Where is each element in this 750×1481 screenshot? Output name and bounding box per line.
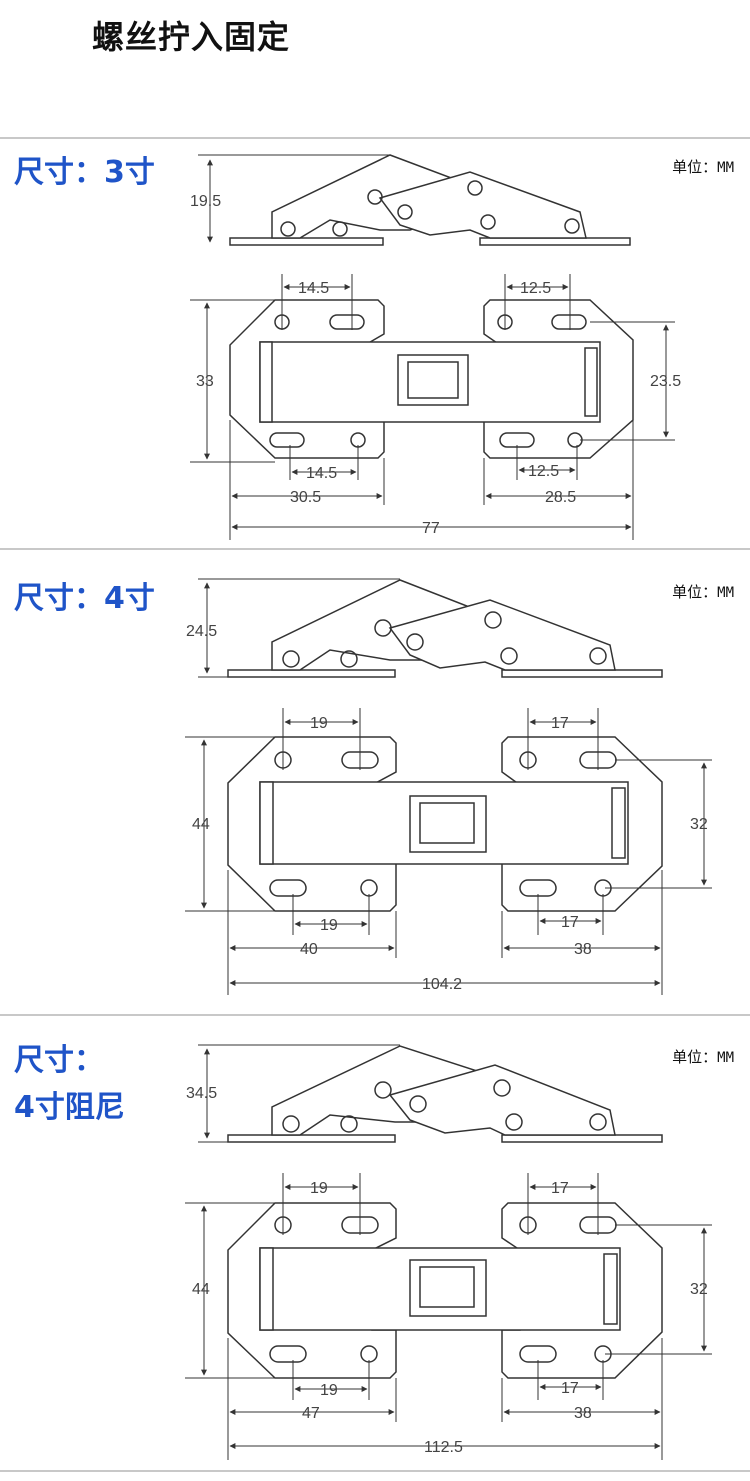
section-4inch-damping: 尺寸： 4寸阻尼 单位：MM [0,1018,750,1468]
divider [0,548,750,550]
size-label-line1: 尺寸： [14,1043,104,1078]
unit-text: 单位： [672,583,718,601]
hinge-drawing-3inch: 19.5 14.5 12.5 33 23.5 14.5 12.5 30.5 28… [190,154,681,540]
dim-left-width: 47 [302,1405,320,1422]
divider [0,137,750,139]
hinge-drawing-4inch-damping: 34.5 19 17 44 32 19 17 47 38 112.5 [185,1044,712,1460]
dim-right-height: 32 [690,1281,708,1298]
dim-left-top: 19 [310,715,328,732]
dim-right-bottom: 17 [561,1380,579,1397]
dim-left-height: 44 [192,1281,210,1298]
dim-left-bottom: 19 [320,1382,338,1399]
unit-label: 单位：MM [672,156,734,177]
dim-total: 104.2 [422,976,462,993]
dim-left-width: 40 [300,941,318,958]
dim-left-bottom: 14.5 [306,465,337,482]
dim-left-height: 33 [196,373,214,390]
divider [0,1014,750,1016]
dim-right-width: 38 [574,1405,592,1422]
unit-label: 单位：MM [672,1046,734,1067]
hinge-drawing-4inch: 24.5 19 17 44 32 19 17 40 38 104.2 [185,578,712,995]
unit-value: MM [717,1050,734,1066]
divider [0,1470,750,1472]
unit-text: 单位： [672,1048,718,1066]
section-3inch: 尺寸：3寸 单位：MM [0,140,750,546]
section-4inch: 尺寸：4寸 单位：MM [0,552,750,1012]
unit-label: 单位：MM [672,581,734,602]
dim-right-top: 17 [551,715,569,732]
dim-left-width: 30.5 [290,489,321,506]
dim-right-width: 28.5 [545,489,576,506]
dim-height: 19.5 [190,193,221,210]
dim-right-width: 38 [574,941,592,958]
dim-height: 24.5 [186,623,217,640]
page-title: 螺丝拧入固定 [92,18,291,56]
size-label: 尺寸：3寸 [14,155,155,190]
dim-right-height: 23.5 [650,373,681,390]
dim-left-top: 19 [310,1180,328,1197]
dim-total: 112.5 [424,1439,463,1456]
dim-left-height: 44 [192,816,210,833]
unit-value: MM [717,585,734,601]
unit-text: 单位： [672,158,718,176]
size-label: 尺寸：4寸 [14,581,155,616]
dim-right-top: 17 [551,1180,569,1197]
dim-total: 77 [422,520,440,537]
dim-height: 34.5 [186,1085,217,1102]
dim-right-bottom: 17 [561,914,579,931]
dim-right-height: 32 [690,816,708,833]
dim-left-bottom: 19 [320,917,338,934]
unit-value: MM [717,160,734,176]
size-label-line2: 4寸阻尼 [14,1090,125,1125]
dim-left-top: 14.5 [298,280,329,297]
dim-right-top: 12.5 [520,280,551,297]
dim-right-bottom: 12.5 [528,463,559,480]
